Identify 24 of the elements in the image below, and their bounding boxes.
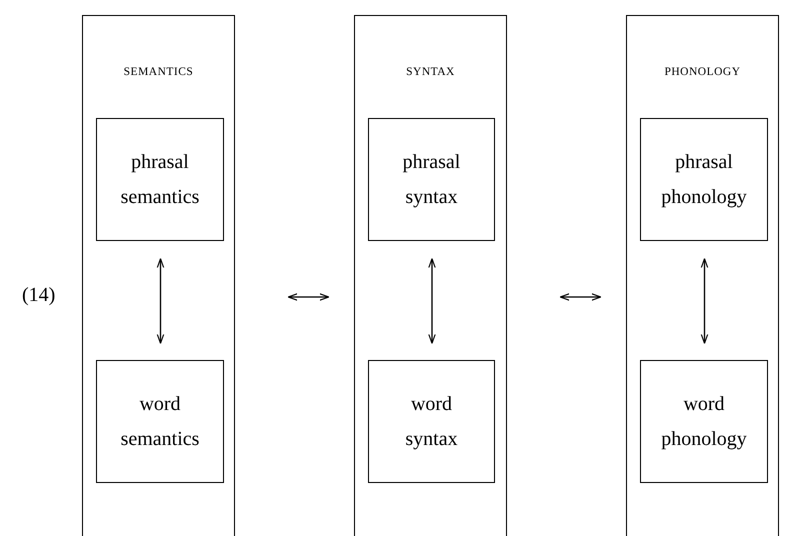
double-arrow bbox=[428, 258, 436, 344]
module-box bbox=[640, 360, 768, 483]
column-heading: PHONOLOGY bbox=[663, 66, 742, 78]
double-arrow bbox=[156, 258, 164, 344]
module-column bbox=[354, 15, 507, 536]
module-box bbox=[368, 360, 495, 483]
box-label: word phonology bbox=[660, 392, 748, 452]
module-box bbox=[368, 118, 495, 241]
box-label: word syntax bbox=[404, 392, 459, 452]
module-box bbox=[96, 118, 224, 241]
column-heading: SYNTAX bbox=[405, 66, 456, 78]
double-arrow bbox=[288, 293, 330, 301]
module-box bbox=[96, 360, 224, 483]
box-label: phrasal semantics bbox=[120, 150, 200, 210]
column-heading: SEMANTICS bbox=[122, 66, 194, 78]
module-column bbox=[82, 15, 235, 536]
example-number: (14) bbox=[22, 284, 56, 307]
double-arrow bbox=[700, 258, 708, 344]
box-label: phrasal syntax bbox=[402, 150, 462, 210]
double-arrow bbox=[560, 293, 602, 301]
module-column bbox=[626, 15, 779, 536]
box-label: word semantics bbox=[120, 392, 200, 452]
module-box bbox=[640, 118, 768, 241]
box-label: phrasal phonology bbox=[660, 150, 748, 210]
